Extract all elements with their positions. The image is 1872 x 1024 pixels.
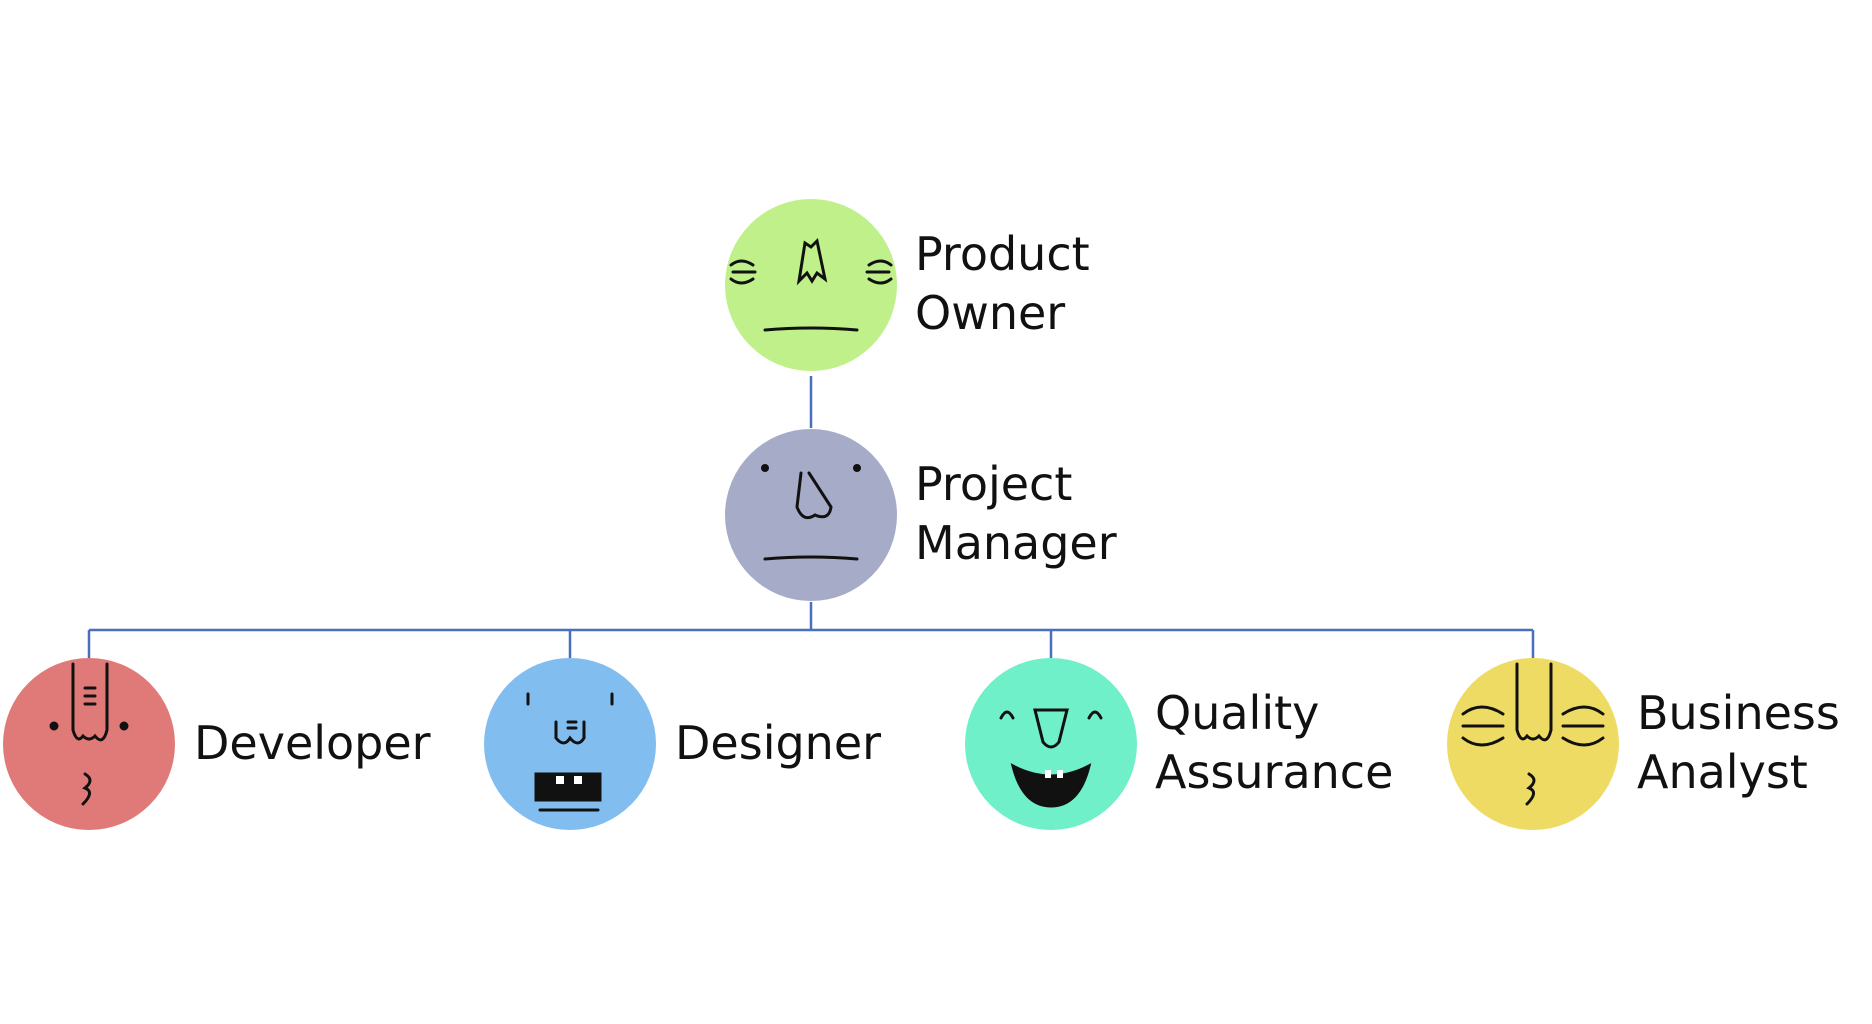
developer-avatar bbox=[3, 658, 175, 830]
product-owner-avatar bbox=[725, 199, 897, 371]
business-analyst-face-icon bbox=[1447, 658, 1619, 830]
project-manager-avatar bbox=[725, 429, 897, 601]
product-owner-label-line1: Product bbox=[915, 227, 1090, 281]
designer-avatar bbox=[484, 658, 656, 830]
business-analyst-label-line1: Business bbox=[1637, 686, 1840, 740]
designer-face-icon bbox=[484, 658, 656, 830]
quality-assurance-face-icon bbox=[965, 658, 1137, 830]
product-owner-face-icon bbox=[725, 199, 897, 371]
designer-label-line1: Designer bbox=[675, 716, 882, 770]
project-manager-label-line2: Manager bbox=[915, 516, 1117, 570]
project-manager-label: Project Manager bbox=[915, 455, 1117, 573]
quality-assurance-label-line2: Assurance bbox=[1155, 745, 1394, 799]
developer-face-icon bbox=[3, 658, 175, 830]
business-analyst-label: Business Analyst bbox=[1637, 684, 1840, 802]
connectors bbox=[87, 376, 1535, 658]
product-owner-label-line2: Owner bbox=[915, 286, 1066, 340]
designer-label: Designer bbox=[675, 714, 881, 773]
developer-label-line1: Developer bbox=[194, 716, 431, 770]
quality-assurance-avatar bbox=[965, 658, 1137, 830]
product-owner-label: Product Owner bbox=[915, 225, 1090, 343]
project-manager-label-line1: Project bbox=[915, 457, 1073, 511]
business-analyst-avatar bbox=[1447, 658, 1619, 830]
quality-assurance-label-line1: Quality bbox=[1155, 686, 1320, 740]
project-manager-face-icon bbox=[725, 429, 897, 601]
developer-label: Developer bbox=[194, 714, 431, 773]
quality-assurance-label: Quality Assurance bbox=[1155, 684, 1393, 802]
business-analyst-label-line2: Analyst bbox=[1637, 745, 1808, 799]
